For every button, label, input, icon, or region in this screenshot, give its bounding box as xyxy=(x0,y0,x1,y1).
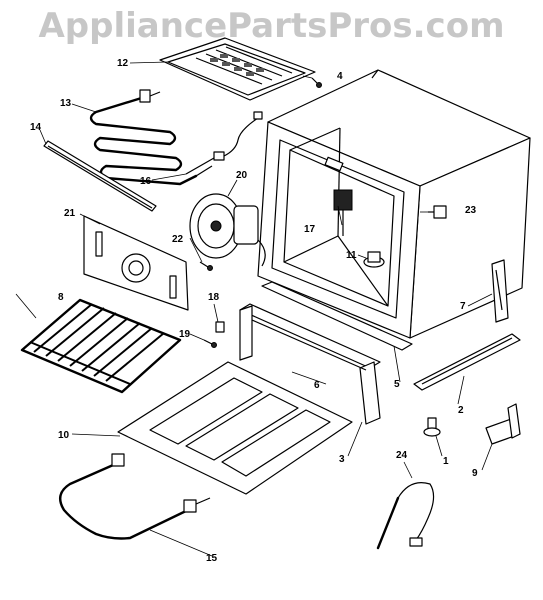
part-bottom-panel xyxy=(117,361,353,495)
part-top-heat-shield xyxy=(159,37,316,101)
callout-16: 16 xyxy=(140,176,152,187)
part-bracket-9 xyxy=(485,403,521,445)
callout-5: 5 xyxy=(394,379,400,390)
callout-14: 14 xyxy=(30,122,42,133)
part-rod-14 xyxy=(43,140,157,212)
callout-17: 17 xyxy=(304,224,316,235)
part-bake-element xyxy=(58,453,211,540)
part-temperature-probe xyxy=(376,482,435,550)
part-screw-22 xyxy=(199,261,213,271)
part-bracket-7 xyxy=(491,259,509,323)
callout-15: 15 xyxy=(206,553,218,564)
callout-20: 20 xyxy=(236,170,248,181)
callout-22: 22 xyxy=(172,234,184,245)
part-oven-cavity xyxy=(257,69,531,339)
callout-19: 19 xyxy=(179,329,191,340)
part-screw-19 xyxy=(203,339,217,348)
callout-21: 21 xyxy=(64,208,76,219)
part-leveling-leg xyxy=(423,417,441,437)
watermark-text: AppliancePartsPros.com xyxy=(38,6,505,46)
part-screw-4 xyxy=(311,77,322,88)
part-slide-rail xyxy=(413,333,521,391)
callout-labels: 12 4 13 14 16 20 21 22 17 11 23 7 8 18 1… xyxy=(30,58,478,564)
callout-18: 18 xyxy=(208,292,220,303)
part-broil-element xyxy=(89,89,213,186)
part-convection-fan xyxy=(189,193,266,267)
callout-7: 7 xyxy=(460,301,466,312)
part-trim-strip xyxy=(261,281,413,351)
callout-1: 1 xyxy=(443,456,449,467)
part-clip-18 xyxy=(215,321,225,333)
part-oven-rack xyxy=(20,298,182,394)
callout-23: 23 xyxy=(465,205,477,216)
callout-13: 13 xyxy=(60,98,72,109)
leader-lines xyxy=(15,61,493,557)
callout-10: 10 xyxy=(58,430,70,441)
callout-8: 8 xyxy=(58,292,64,303)
callout-4: 4 xyxy=(337,71,343,82)
part-front-frame xyxy=(239,303,381,425)
callout-9: 9 xyxy=(472,468,478,479)
callout-2: 2 xyxy=(458,405,464,416)
part-wire-harness xyxy=(185,111,263,175)
callout-24: 24 xyxy=(396,450,408,461)
callout-11: 11 xyxy=(346,250,357,261)
callout-3: 3 xyxy=(339,454,345,465)
callout-12: 12 xyxy=(117,58,129,69)
part-rear-panel xyxy=(83,215,189,311)
callout-6: 6 xyxy=(314,380,320,391)
